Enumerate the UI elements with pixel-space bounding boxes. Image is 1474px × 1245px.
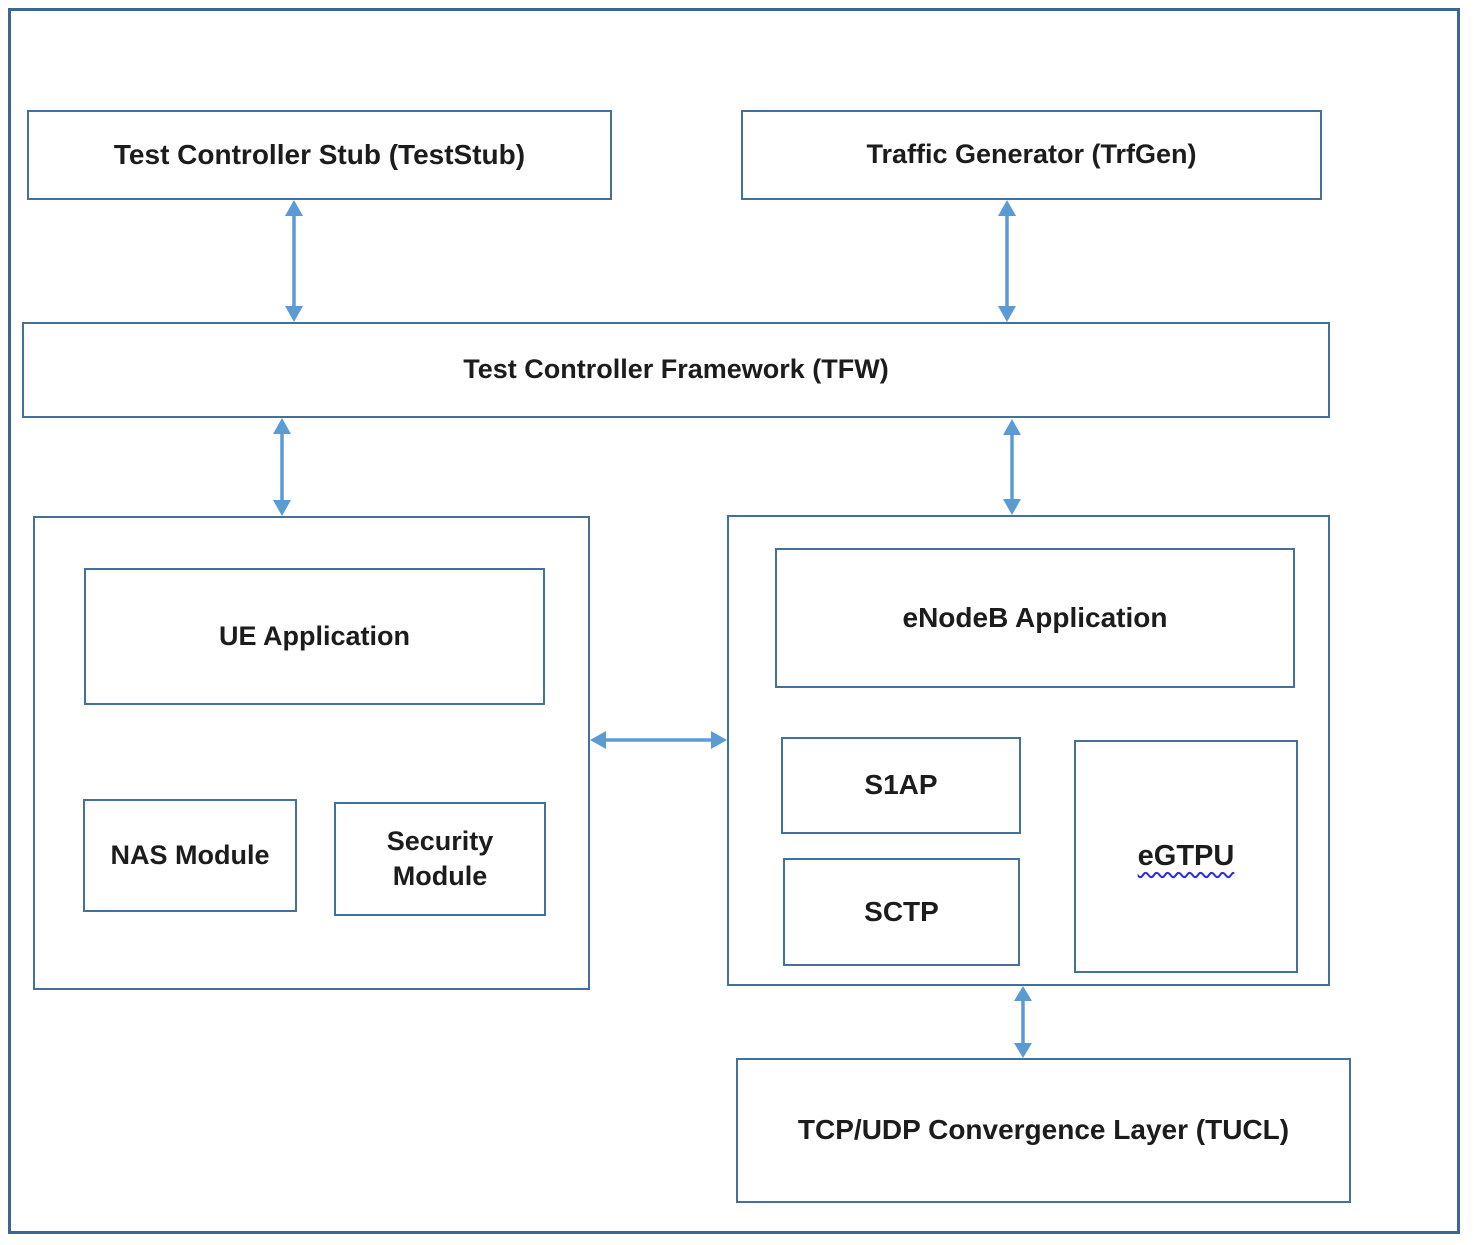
bidirectional-arrow-trfgen-tfw-icon: [998, 200, 1016, 322]
node-enodeb-application: eNodeB Application: [775, 548, 1295, 688]
node-test-controller-framework: Test Controller Framework (TFW): [22, 322, 1330, 418]
node-tucl: TCP/UDP Convergence Layer (TUCL): [736, 1058, 1351, 1203]
node-label: Security Module: [386, 825, 494, 891]
node-ue-application: UE Application: [84, 568, 545, 705]
node-label: Traffic Generator (TrfGen): [866, 139, 1197, 170]
node-label-spellchecked: eGTPU: [1137, 839, 1235, 872]
node-sctp: SCTP: [783, 858, 1020, 966]
node-label: eNodeB Application: [902, 601, 1168, 633]
node-label: SCTP: [864, 895, 939, 927]
bidirectional-arrow-tfw-enodeb-icon: [1003, 419, 1021, 515]
bidirectional-arrow-ue-enodeb-icon: [590, 731, 727, 749]
bidirectional-arrow-enodeb-tucl-icon: [1014, 986, 1032, 1058]
node-label: S1AP: [864, 769, 938, 801]
node-label: UE Application: [218, 620, 410, 651]
node-label: Test Controller Stub (TestStub): [113, 138, 526, 170]
node-label: TCP/UDP Convergence Layer (TUCL): [797, 1114, 1290, 1146]
bidirectional-arrow-teststub-tfw-icon: [285, 200, 303, 322]
node-security-module: Security Module: [334, 802, 546, 916]
node-test-controller-stub: Test Controller Stub (TestStub): [27, 110, 612, 200]
node-label: NAS Module: [110, 839, 270, 870]
node-s1ap: S1AP: [781, 737, 1021, 834]
node-nas-module: NAS Module: [83, 799, 297, 912]
node-label: Test Controller Framework (TFW): [463, 354, 889, 385]
node-traffic-generator: Traffic Generator (TrfGen): [741, 110, 1322, 200]
bidirectional-arrow-tfw-ue-icon: [273, 418, 291, 516]
node-egtpu: eGTPU: [1074, 740, 1298, 973]
